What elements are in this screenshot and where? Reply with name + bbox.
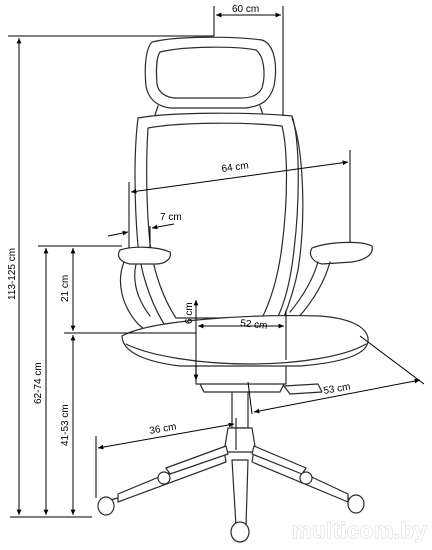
dim-7-line: [107, 230, 129, 237]
backrest-mesh: [146, 122, 288, 319]
dim-53-extension-b: [247, 381, 253, 415]
dim-53-extension-a: [359, 335, 425, 385]
dim-64-line: [130, 160, 349, 194]
caster-left: [97, 496, 119, 516]
tilt-lever: [283, 383, 323, 395]
caster-front: [230, 521, 250, 543]
gas-lift-cover: [223, 427, 257, 453]
headrest-inner: [155, 46, 265, 99]
watermark: multicom.by: [292, 518, 427, 543]
caster-back-left: [157, 471, 171, 485]
base-leg-front: [231, 459, 249, 527]
label-62-74: 62-74 cm: [33, 362, 44, 404]
label-7cm: 7 cm: [160, 212, 182, 223]
seat-mechanism: [195, 365, 287, 393]
caster-right: [347, 494, 365, 514]
label-52cm: 52 cm: [240, 318, 268, 332]
label-21cm: 21 cm: [60, 275, 71, 302]
label-60cm: 60 cm: [232, 4, 259, 15]
caster-back-right: [299, 471, 313, 485]
dimension-lines: [8, 6, 425, 518]
label-41-53: 41-53 cm: [60, 404, 71, 446]
gas-lift: [231, 391, 249, 429]
label-6cm: 6 cm: [184, 302, 195, 324]
right-arm-support: [289, 261, 331, 319]
seat: [121, 315, 369, 367]
dim-53-line: [253, 378, 421, 414]
right-armrest: [309, 241, 373, 265]
left-arm-support: [119, 261, 151, 335]
label-53cm: 53 cm: [323, 381, 352, 397]
dimension-labels: 60 cm 113-125 cm 64 cm 7 cm 62-74 cm 21 …: [7, 4, 351, 446]
label-total-height: 113-125 cm: [7, 248, 18, 300]
chair-illustration: [97, 36, 373, 543]
dim-7-line-right: [151, 223, 175, 230]
left-armrest: [117, 246, 171, 265]
dim-36-line: [97, 422, 235, 450]
base-leg-back-left: [165, 445, 229, 475]
headrest: [144, 36, 277, 109]
label-36cm: 36 cm: [149, 421, 178, 437]
label-64cm: 64 cm: [221, 160, 250, 175]
seat-front: [125, 343, 367, 365]
